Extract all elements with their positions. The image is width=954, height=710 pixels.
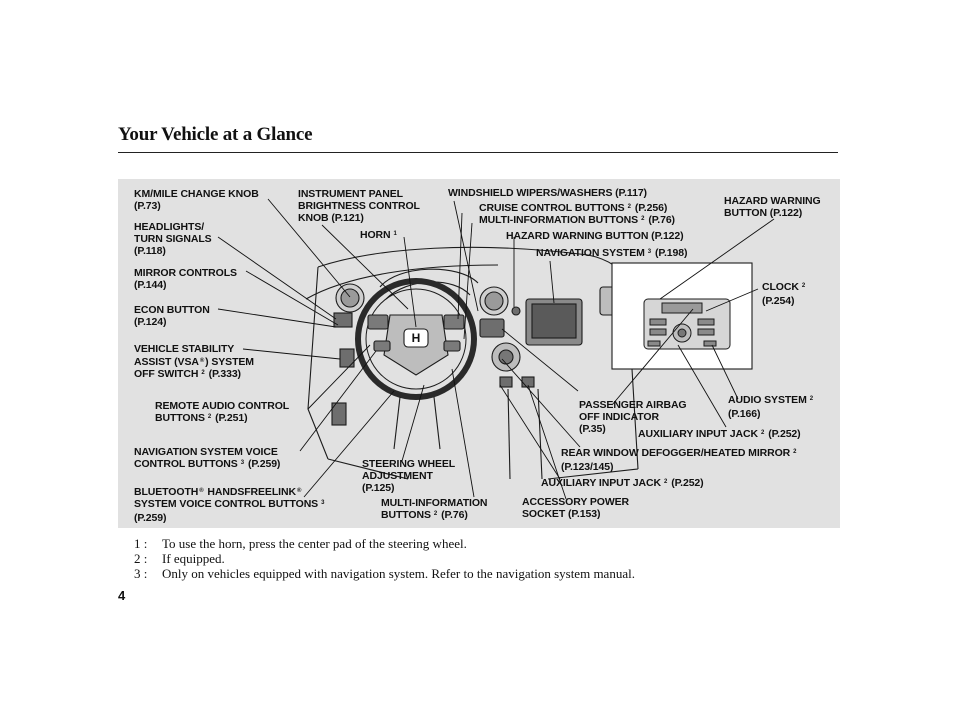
footnote: 2 :If equipped. [134,551,225,566]
svg-text:H: H [412,331,421,345]
econ-button-label: ECON BUTTON(P.124) [134,304,210,328]
km-mile-change-knob-label: KM/MILE CHANGE KNOB(P.73) [134,188,259,212]
dashboard-illustration: H [217,198,775,500]
vsa-off-switch-label: VEHICLE STABILITY ASSIST (VSA®) SYSTEM O… [134,343,254,380]
page-title: Your Vehicle at a Glance [118,124,313,145]
footnote: 1 :To use the horn, press the center pad… [134,536,467,551]
headlights-turn-signals-label: HEADLIGHTS/TURN SIGNALS(P.118) [134,221,212,257]
bluetooth-handsfreelink-label: BLUETOOTH® HANDSFREELINK® SYSTEM VOICE C… [134,486,325,524]
footnote: 3 :Only on vehicles equipped with naviga… [134,566,635,581]
dashboard-diagram: H [118,179,840,528]
footnotes: 1 :To use the horn, press the center pad… [134,536,635,581]
windshield-wipers-label: WINDSHIELD WIPERS/WASHERS (P.117) [448,187,647,199]
mirror-controls-label: MIRROR CONTROLS(P.144) [134,267,237,291]
title-rule [118,152,838,153]
page-number: 4 [118,588,126,603]
hazard-warning-center-label: HAZARD WARNING BUTTON (P.122) [506,230,684,242]
